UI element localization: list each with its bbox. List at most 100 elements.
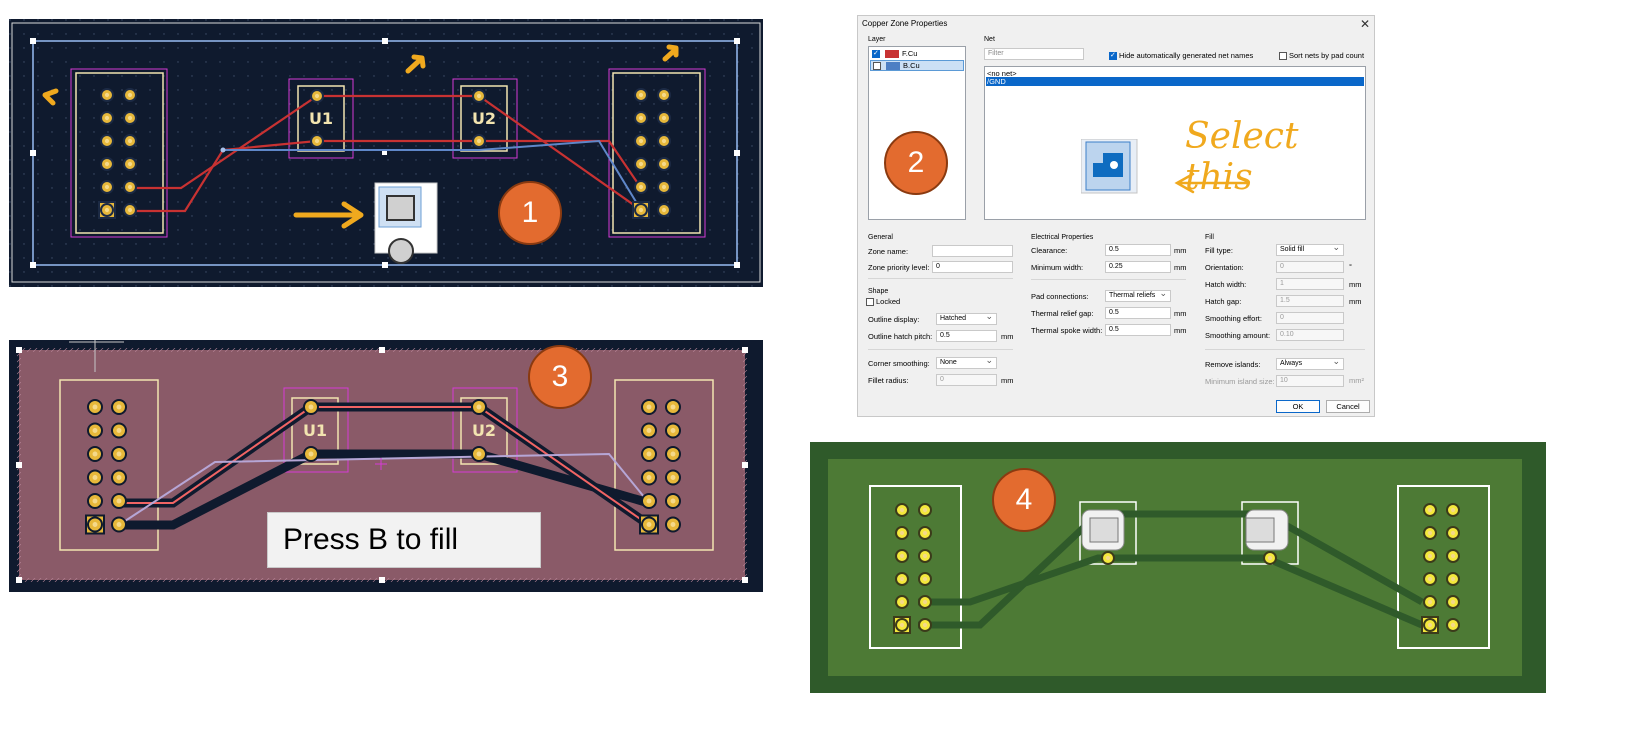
track-back[interactable] — [118, 452, 650, 526]
net-filter-input[interactable]: Filter — [984, 48, 1084, 60]
pad-hole — [116, 404, 122, 410]
layer-row-fcu[interactable]: F.Cu — [870, 48, 964, 59]
outline-display-label: Outline display: — [868, 315, 920, 324]
fill-type-label: Fill type: — [1205, 246, 1233, 255]
pad-hole — [116, 498, 122, 504]
connector-left[interactable] — [59, 379, 159, 551]
layer-checkbox-fcu[interactable] — [872, 49, 880, 58]
component-u1[interactable] — [1081, 509, 1125, 551]
general-group-title: General — [868, 234, 893, 241]
remove-islands-label: Remove islands: — [1205, 360, 1261, 369]
pcb-canvas-1[interactable]: U1 U2 — [9, 19, 763, 287]
outline-hatch-pitch-label: Outline hatch pitch: — [868, 332, 933, 341]
pad-hole — [922, 622, 928, 628]
locked-checkbox[interactable] — [866, 298, 874, 306]
pad-hole — [127, 92, 133, 98]
pcb-canvas-3[interactable]: U1 U2 — [9, 340, 763, 592]
pads[interactable] — [893, 503, 1460, 634]
thermal-relief-gap-input[interactable]: 0.5 — [1105, 307, 1171, 319]
fill-type-select[interactable]: Solid fill — [1276, 242, 1344, 256]
add-filled-zone-icon[interactable] — [374, 182, 438, 264]
pad-hole — [104, 92, 110, 98]
connector-right-silkscreen — [1397, 485, 1490, 649]
pad-hole — [116, 475, 122, 480]
connector-left[interactable] — [70, 68, 168, 238]
pad-hole — [1427, 576, 1433, 582]
component-u2[interactable] — [1245, 509, 1289, 551]
pad-hole — [1105, 555, 1111, 561]
thermal-spoke-width-input[interactable]: 0.5 — [1105, 324, 1171, 336]
pad-hole — [899, 599, 905, 605]
board-surface — [828, 459, 1522, 676]
pad-hole — [1450, 599, 1456, 605]
pad-hole — [646, 428, 652, 433]
pad-hole — [661, 115, 667, 121]
pad-hole — [670, 451, 676, 457]
3d-viewer-step-4: 4 — [810, 442, 1546, 693]
pad-hole — [646, 498, 652, 504]
pad-hole — [638, 161, 644, 167]
net-list[interactable]: <no net> /GND — [984, 66, 1366, 220]
pads[interactable] — [98, 88, 671, 219]
ok-button[interactable]: OK — [1276, 400, 1320, 413]
pad-hole — [476, 93, 482, 99]
layer-group-title: Layer — [868, 36, 886, 43]
dialog-title: Copper Zone Properties — [862, 19, 948, 28]
net-item-gnd[interactable]: /GND — [986, 77, 1364, 86]
smoothing-effort-input[interactable]: 0 — [1276, 312, 1344, 324]
smoothing-amount-input[interactable]: 0.10 — [1276, 329, 1344, 341]
remove-islands-select[interactable]: Always — [1276, 356, 1344, 370]
thermal-relief-gap-label: Thermal relief gap: — [1031, 309, 1094, 318]
pad-hole — [92, 522, 98, 527]
layer-checkbox-bcu[interactable] — [873, 62, 881, 70]
layer-color-swatch — [886, 62, 900, 70]
layer-color-swatch — [885, 50, 899, 58]
zone-priority-input[interactable]: 0 — [932, 261, 1013, 273]
pad-hole — [314, 138, 320, 144]
pad-connections-select[interactable]: Thermal reliefs — [1105, 288, 1171, 302]
outline-hatch-pitch-input[interactable]: 0.5 — [936, 330, 997, 342]
pad-hole — [476, 404, 482, 410]
outline-display-select[interactable]: Hatched — [936, 311, 997, 325]
minimum-width-label: Minimum width: — [1031, 263, 1084, 272]
cancel-button[interactable]: Cancel — [1326, 400, 1370, 413]
sort-by-pad-checkbox[interactable] — [1279, 52, 1287, 60]
copper-zone-properties-dialog: Copper Zone Properties ✕ Layer F.Cu B.Cu… — [857, 15, 1375, 417]
unit-label: mm — [1349, 297, 1362, 306]
orientation-input[interactable]: 0 — [1276, 261, 1344, 273]
pads[interactable] — [85, 399, 681, 535]
footprint-u2[interactable] — [452, 78, 518, 159]
pad-hole — [116, 428, 122, 433]
hide-auto-nets-checkbox[interactable] — [1109, 51, 1117, 60]
zone-name-input[interactable] — [932, 245, 1013, 257]
pad-hole — [670, 522, 676, 527]
net-item-no-net[interactable]: <no net> — [987, 69, 1017, 78]
clearance-input[interactable]: 0.5 — [1105, 244, 1171, 256]
pad-hole — [104, 184, 110, 190]
track-back[interactable] — [223, 139, 642, 211]
step-badge-2: 2 — [884, 131, 948, 195]
3d-board-render[interactable] — [810, 442, 1546, 693]
divider — [868, 349, 1013, 350]
connector-right[interactable] — [614, 379, 714, 551]
zone-handles[interactable] — [16, 347, 748, 583]
close-icon[interactable]: ✕ — [1359, 17, 1370, 31]
layer-row-bcu[interactable]: B.Cu — [870, 60, 964, 71]
zone-handles[interactable] — [30, 38, 740, 268]
pad-hole — [646, 522, 652, 527]
clearance-label: Clearance: — [1031, 246, 1068, 255]
pad-hole — [314, 93, 320, 99]
connector-right[interactable] — [608, 68, 706, 238]
hatch-width-input[interactable]: 1 — [1276, 278, 1344, 290]
sort-by-pad-label: Sort nets by pad count — [1289, 51, 1365, 60]
unit-label: mm — [1174, 309, 1187, 318]
pad-hole — [646, 475, 652, 480]
step-badge-4: 4 — [992, 468, 1056, 532]
corner-smoothing-label: Corner smoothing: — [868, 359, 930, 368]
minimum-width-input[interactable]: 0.25 — [1105, 261, 1171, 273]
corner-smoothing-select[interactable]: None — [936, 355, 997, 369]
pad-hole — [92, 404, 98, 410]
hatch-gap-input[interactable]: 1.5 — [1276, 295, 1344, 307]
fillet-radius-input[interactable]: 0 — [936, 374, 997, 386]
min-island-size-input[interactable]: 10 — [1276, 375, 1344, 387]
